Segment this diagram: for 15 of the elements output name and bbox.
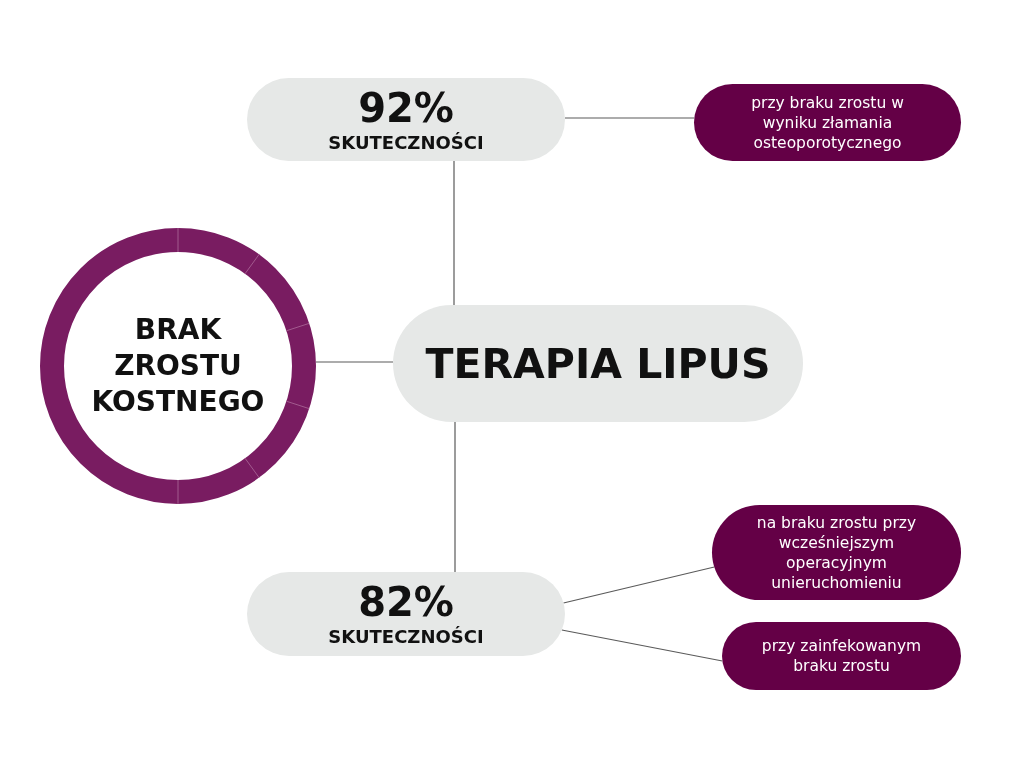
note-text: przy zainfekowanym braku zrostu	[760, 636, 923, 676]
stat-caption: SKUTECZNOŚCI	[328, 131, 484, 154]
circle-text: BRAK ZROSTU KOSTNEGO	[90, 312, 266, 420]
connector-line	[454, 421, 456, 573]
stat-caption: SKUTECZNOŚCI	[328, 626, 484, 648]
note-text: przy braku zrostu w wyniku złamania osteoporotycznego	[750, 92, 905, 153]
stat-value: 82%	[358, 580, 454, 624]
note-text: na braku zrostu przy wcześniejszym operacyjnym unieruchomieniu	[755, 512, 918, 593]
connector-line	[453, 160, 455, 306]
connector-line	[562, 566, 715, 604]
connector-line	[564, 117, 695, 119]
connector-line	[315, 361, 394, 363]
title-text: TERAPIA LIPUS	[425, 339, 771, 388]
stat-value: 92%	[358, 85, 454, 130]
connector-line	[561, 629, 723, 662]
